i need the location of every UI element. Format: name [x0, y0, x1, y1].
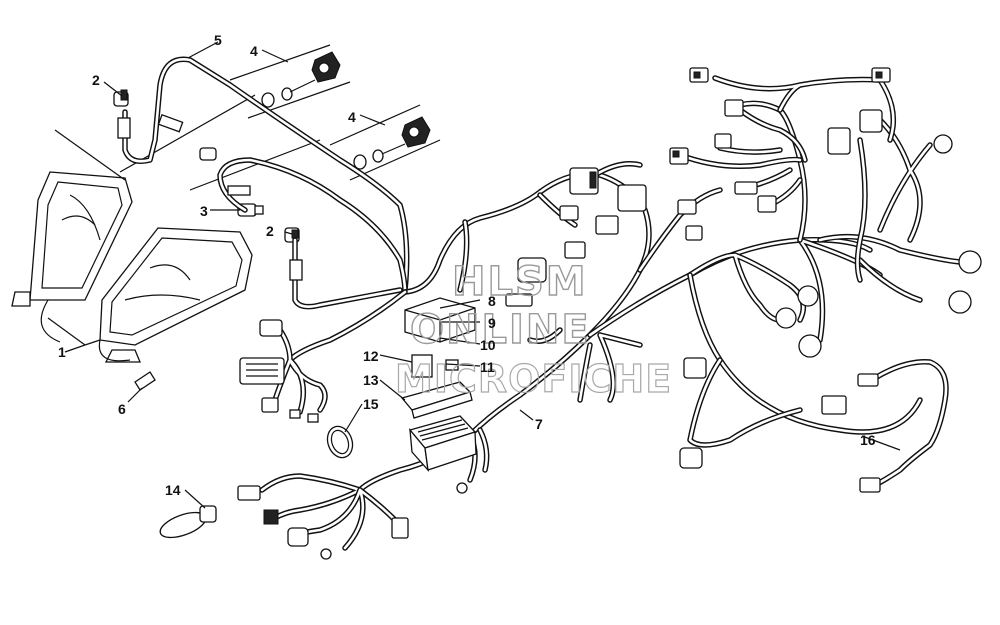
watermark: HLSM ONLINE MICROFICHE	[394, 258, 672, 401]
lower-left-harness	[237, 473, 409, 551]
callout-13: 13	[363, 372, 379, 388]
headlight-wire-5	[117, 56, 410, 293]
callout-9: 9	[488, 315, 496, 331]
middle-connectors	[505, 167, 647, 307]
clip-15	[326, 425, 354, 459]
callout-3: 3	[200, 203, 208, 219]
callout-16: 16	[860, 432, 876, 448]
sub-harness-16	[857, 359, 949, 493]
watermark-line2: ONLINE	[410, 307, 591, 353]
adjuster-knob-upper	[229, 44, 351, 119]
fuse-block	[408, 415, 477, 473]
callout-5: 5	[214, 32, 222, 48]
callout-15: 15	[363, 396, 379, 412]
callout-1: 1	[58, 344, 66, 360]
watermark-line3: MICROFICHE	[395, 357, 672, 401]
callout-8: 8	[488, 293, 496, 309]
socket-2-top	[113, 89, 129, 107]
left-connector-block	[239, 289, 408, 423]
right-harness-branch	[677, 75, 963, 448]
callout-14: 14	[165, 482, 181, 498]
callout-4-upper: 4	[250, 43, 258, 59]
callout-2-lower: 2	[266, 223, 274, 239]
callout-6: 6	[118, 401, 126, 417]
relay-8	[404, 297, 476, 343]
leader-lines	[47, 41, 901, 509]
callout-12: 12	[363, 348, 379, 364]
callout-4-lower: 4	[348, 109, 356, 125]
headlight-left	[11, 171, 133, 307]
callout-11: 11	[480, 359, 495, 375]
adjuster-knob-lower	[329, 104, 441, 181]
headlight-right	[99, 227, 253, 363]
headlight-wire-3	[217, 157, 408, 295]
watermark-line1: HLSM	[452, 259, 588, 305]
callout-labels: 1 2 2 3 4 4 5 6 7 8 9 10 11 12 13 15 14 …	[58, 32, 876, 498]
bulb-top	[199, 147, 217, 161]
fuse-plate-13	[400, 381, 473, 419]
ring-terminal	[320, 482, 468, 560]
pad-6	[134, 371, 156, 391]
callout-2-upper: 2	[92, 72, 100, 88]
callout-7: 7	[535, 416, 543, 432]
headlight-wire-2	[289, 237, 403, 310]
callout-10: 10	[480, 337, 496, 353]
connector-cluster	[669, 67, 982, 469]
boot-14	[159, 505, 217, 539]
